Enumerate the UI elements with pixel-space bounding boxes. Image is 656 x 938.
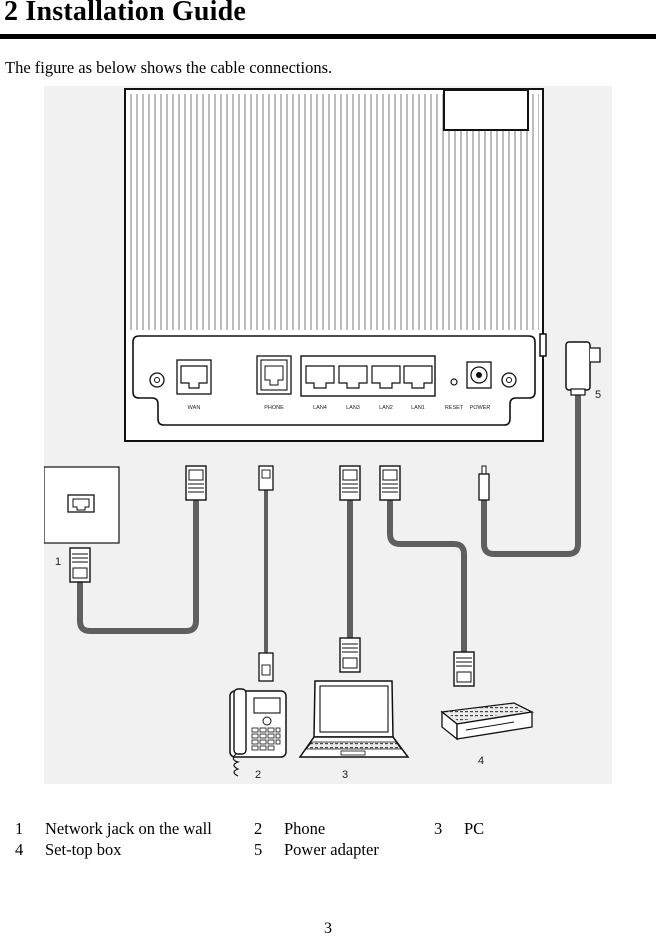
label-lan1: LAN1 <box>411 405 425 411</box>
legend-label: Phone <box>284 819 326 838</box>
power-barrel-plug <box>478 465 490 501</box>
phone-router-plug <box>258 465 274 491</box>
label-lan2: LAN2 <box>379 405 393 411</box>
pc-router-plug <box>339 465 361 501</box>
telephone <box>229 688 287 777</box>
router: WAN PHONE LAN4 LAN3 LAN2 LAN1 RESET POWE… <box>124 88 547 442</box>
legend-number: 4 <box>15 840 24 859</box>
label-lan4: LAN4 <box>313 405 327 411</box>
legend-label: Network jack on the wall <box>45 819 212 838</box>
cables <box>77 393 581 655</box>
lan-cable-stb <box>387 499 467 655</box>
legend-number: 2 <box>254 819 263 838</box>
laptop-pc <box>298 680 410 758</box>
lan3-port <box>338 365 368 389</box>
label-lan3: LAN3 <box>346 405 360 411</box>
legend-label: Set-top box <box>45 840 122 859</box>
wan-router-plug <box>185 465 207 501</box>
wall-jack <box>43 466 120 544</box>
wan-cable <box>77 499 199 634</box>
lan4-port <box>305 365 335 389</box>
label-power: POWER <box>470 405 491 411</box>
page-number: 3 <box>324 920 332 937</box>
set-top-box <box>440 702 535 741</box>
stb-device-plug <box>453 651 475 687</box>
callout-3: 3 <box>342 769 348 781</box>
stb-router-plug <box>379 465 401 501</box>
label-wan: WAN <box>188 405 201 411</box>
legend-label: Power adapter <box>284 840 379 859</box>
label-reset: RESET <box>445 405 464 411</box>
label-phone: PHONE <box>264 405 284 411</box>
reset-button <box>450 378 458 386</box>
legend-label: PC <box>464 819 485 838</box>
legend-number: 1 <box>15 819 24 838</box>
lan1-port <box>403 365 433 389</box>
power-adapter <box>565 341 601 396</box>
callout-4: 4 <box>478 755 484 767</box>
phone-device-plug <box>258 652 274 682</box>
connection-diagram: WAN PHONE LAN4 LAN3 LAN2 LAN1 RESET POWE… <box>43 86 612 784</box>
router-label-slot <box>443 89 529 131</box>
section-heading: 2 Installation Guide <box>4 0 247 27</box>
legend-number: 5 <box>254 840 263 859</box>
intro-text: The figure as below shows the cable conn… <box>5 58 333 77</box>
callout-5: 5 <box>595 389 601 401</box>
legend-number: 3 <box>434 819 443 838</box>
heading-rule <box>0 34 656 39</box>
wall-jack-plug <box>69 547 91 583</box>
pc-device-plug <box>339 637 361 673</box>
cable-connection-figure: WAN PHONE LAN4 LAN3 LAN2 LAN1 RESET POWE… <box>43 86 612 784</box>
callout-2: 2 <box>255 769 261 781</box>
lan2-port <box>371 365 401 389</box>
callout-1: 1 <box>55 556 61 568</box>
power-cable <box>481 393 581 557</box>
